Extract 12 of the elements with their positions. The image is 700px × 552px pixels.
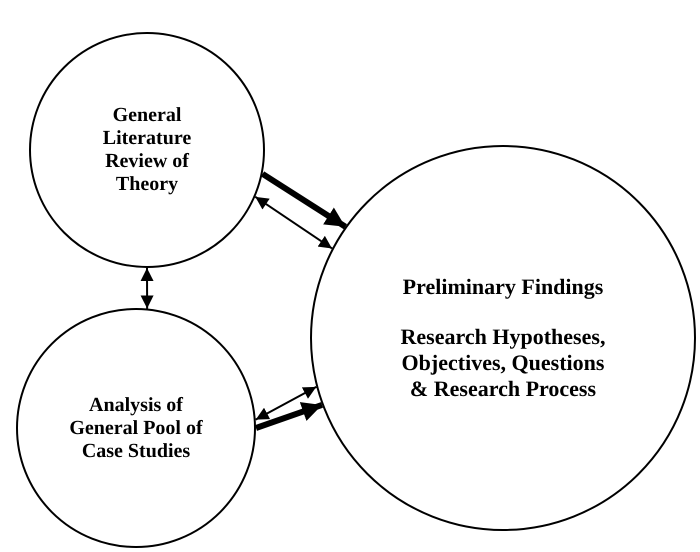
arrow (140, 268, 154, 309)
concept-circle (16, 308, 256, 548)
body-text: Analysis of General Pool of Case Studies (68, 394, 204, 462)
arrow (255, 402, 323, 431)
arrow (255, 386, 317, 420)
concept-circle (310, 145, 696, 531)
arrow (260, 171, 347, 230)
body-text: Research Hypotheses, Objectives, Questions & Research Process (400, 324, 606, 402)
heading-text: Preliminary Findings (402, 274, 604, 300)
arrow (254, 196, 333, 250)
body-text: General Literature Review of Theory (102, 104, 192, 196)
concept-circle (29, 32, 265, 268)
